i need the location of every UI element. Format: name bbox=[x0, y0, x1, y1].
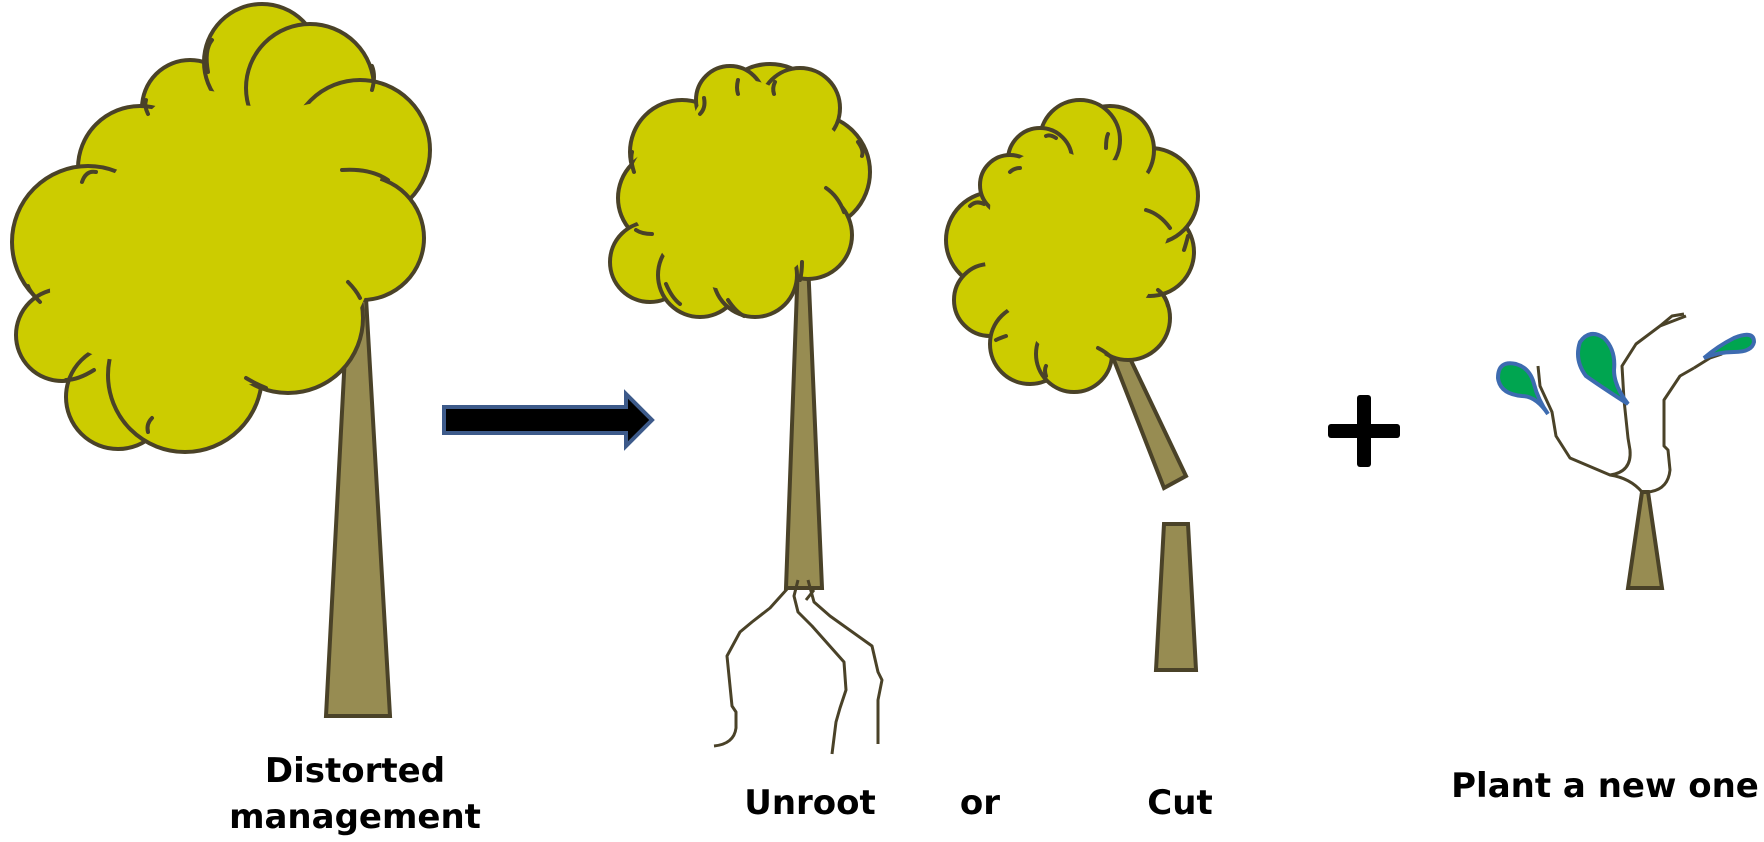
uprooted-tree-crown bbox=[610, 64, 870, 317]
sapling-trunk bbox=[1628, 492, 1662, 588]
sapling-leaves bbox=[1498, 334, 1754, 414]
label-distorted-line2: management bbox=[195, 794, 515, 840]
label-plant-new-one: Plant a new one bbox=[1450, 763, 1760, 809]
cut-tree-crown bbox=[946, 100, 1198, 392]
arrow-right-icon bbox=[444, 394, 652, 446]
label-distorted-management: Distorted management bbox=[195, 748, 515, 840]
plus-icon bbox=[1328, 395, 1400, 467]
sapling-leaf-right bbox=[1704, 335, 1754, 358]
uprooted-tree-icon bbox=[610, 64, 882, 754]
sapling-icon bbox=[1498, 314, 1754, 588]
label-distorted-line1: Distorted bbox=[195, 748, 515, 794]
cut-tree-stump bbox=[1156, 524, 1196, 670]
large-tree-icon bbox=[12, 4, 430, 716]
cut-tree-upper-trunk bbox=[1110, 350, 1186, 488]
label-or: or bbox=[930, 780, 1030, 826]
uprooted-tree-roots bbox=[714, 580, 882, 754]
label-cut: Cut bbox=[1120, 780, 1240, 826]
uprooted-tree-trunk bbox=[786, 262, 822, 588]
label-unroot: Unroot bbox=[725, 780, 895, 826]
sapling-branches bbox=[1538, 314, 1722, 492]
sapling-leaf-middle bbox=[1578, 334, 1628, 404]
cut-tree-icon bbox=[946, 100, 1198, 670]
